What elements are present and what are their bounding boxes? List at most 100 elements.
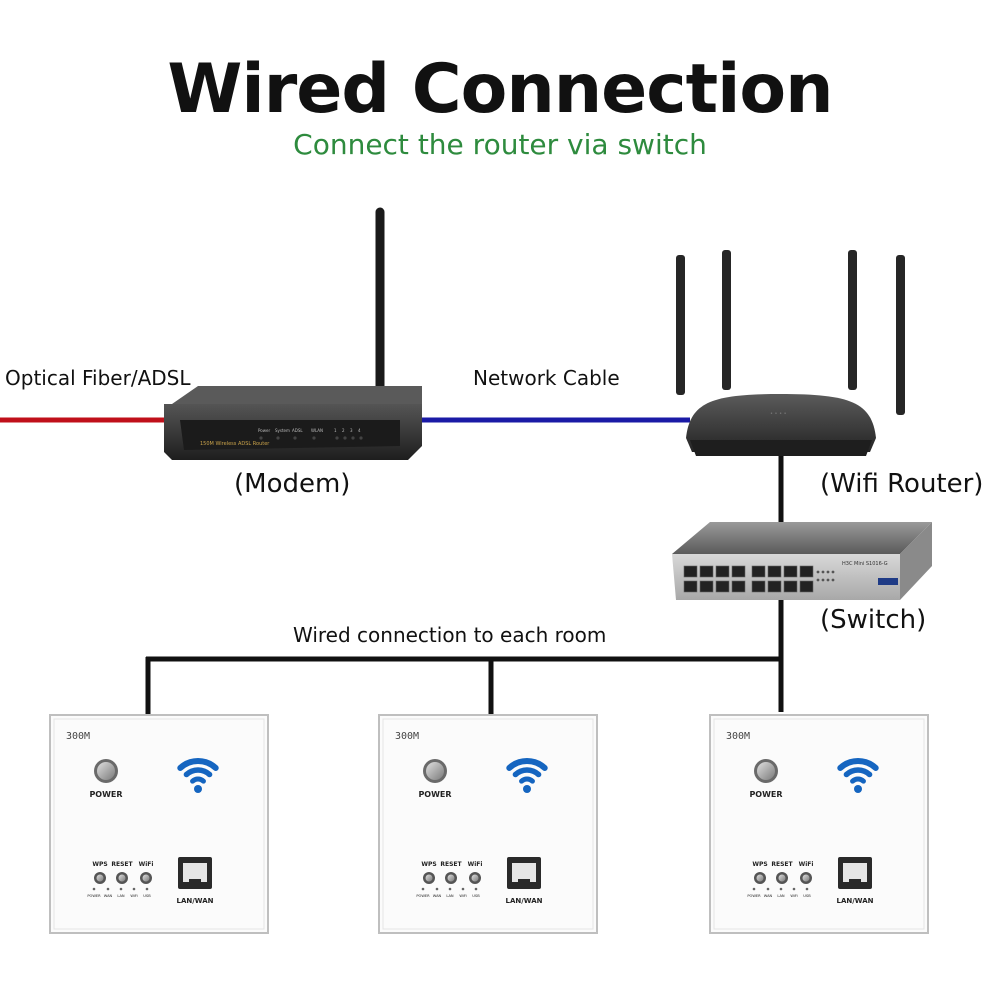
indicator-label: WiFi: [790, 894, 797, 898]
indicator-led: [779, 887, 783, 891]
panel-button-label: WPS: [421, 861, 436, 868]
switch-port: [731, 565, 746, 578]
switch-port: [767, 580, 782, 593]
indicator-label: WAN: [764, 894, 773, 898]
modem-led-label: 4: [358, 428, 361, 433]
indicator-label: USB: [803, 894, 811, 898]
lan-port-label: LAN/WAN: [837, 897, 874, 905]
switch-led: [831, 570, 835, 574]
svg-text:• • • •: • • • •: [770, 411, 787, 417]
switch-port: [683, 565, 698, 578]
panel-button-label: WiFi: [468, 861, 483, 868]
lan-port-label: LAN/WAN: [506, 897, 543, 905]
indicator-led: [461, 887, 465, 891]
switch-led: [831, 578, 835, 582]
switch-led: [816, 578, 820, 582]
switch-port: [783, 580, 798, 593]
panel-model-label: 300M: [66, 731, 90, 742]
indicator-label: POWER: [416, 894, 430, 898]
switch-port: [799, 565, 814, 578]
switch-led: [816, 570, 820, 574]
fiber-label: Optical Fiber/ADSL: [5, 366, 191, 390]
page-subtitle: Connect the router via switch: [293, 128, 707, 161]
indicator-label: WiFi: [459, 894, 466, 898]
switch-led: [826, 570, 830, 574]
wall-panel-frame: [49, 714, 269, 934]
modem-led: [335, 436, 339, 440]
indicator-label: WiFi: [130, 894, 137, 898]
modem-led: [293, 436, 297, 440]
panel-model-label: 300M: [726, 731, 750, 742]
rooms-label: Wired connection to each room: [293, 623, 607, 647]
modem-led: [312, 436, 316, 440]
wifi-icon: [837, 758, 879, 793]
wall-panel-frame: [378, 714, 598, 934]
power-label: POWER: [89, 790, 122, 799]
indicator-label: LAN: [777, 894, 785, 898]
modem-led: [359, 436, 363, 440]
switch-port: [699, 565, 714, 578]
lan-port-label: LAN/WAN: [177, 897, 214, 905]
router-antenna: [848, 250, 857, 390]
modem-led-label: System: [275, 428, 290, 433]
switch-port: [783, 565, 798, 578]
switch-port: [751, 580, 766, 593]
indicator-label: WAN: [104, 894, 113, 898]
indicator-led: [448, 887, 452, 891]
modem-led: [351, 436, 355, 440]
router-antenna: [676, 255, 685, 395]
indicator-label: WAN: [433, 894, 442, 898]
modem-led: [276, 436, 280, 440]
indicator-led: [805, 887, 809, 891]
router-device: • • • •: [676, 250, 905, 456]
indicator-led: [766, 887, 770, 891]
switch-port: [767, 565, 782, 578]
panel-button-label: RESET: [111, 861, 133, 868]
indicator-led: [132, 887, 136, 891]
power-label: POWER: [418, 790, 451, 799]
panel-button-label: WPS: [92, 861, 107, 868]
switch-port-grid: [683, 565, 835, 593]
panel-model-label: 300M: [395, 731, 419, 742]
router-label: (Wifi Router): [820, 469, 984, 499]
panel-button-label: WiFi: [799, 861, 814, 868]
indicator-led: [106, 887, 110, 891]
switch-label: (Switch): [820, 605, 927, 635]
indicator-led: [474, 887, 478, 891]
switch-port: [751, 565, 766, 578]
modem-led: [259, 436, 263, 440]
modem-led: [343, 436, 347, 440]
switch-port: [715, 580, 730, 593]
switch-led: [821, 578, 825, 582]
switch-panel-text: H3C Mini S1016-G: [842, 561, 888, 567]
power-label: POWER: [749, 790, 782, 799]
indicator-led: [145, 887, 149, 891]
router-antenna: [896, 255, 905, 415]
switch-port: [731, 580, 746, 593]
indicator-led: [435, 887, 439, 891]
indicator-label: POWER: [87, 894, 101, 898]
indicator-label: USB: [143, 894, 151, 898]
indicator-led: [752, 887, 756, 891]
switch-device: H3C Mini S1016-G: [672, 522, 932, 600]
network-cable-label: Network Cable: [473, 366, 620, 390]
indicator-led: [92, 887, 96, 891]
modem-label: (Modem): [234, 469, 351, 499]
modem-led-label: Power: [258, 428, 270, 433]
indicator-led: [792, 887, 796, 891]
wifi-icon: [177, 758, 219, 793]
indicator-label: POWER: [747, 894, 761, 898]
indicator-label: LAN: [117, 894, 125, 898]
modem-panel-text: 150M Wireless ADSL Router: [200, 441, 270, 447]
wall-panel-frame: [709, 714, 929, 934]
indicator-label: LAN: [446, 894, 454, 898]
switch-port: [699, 580, 714, 593]
panel-button-label: WiFi: [139, 861, 154, 868]
